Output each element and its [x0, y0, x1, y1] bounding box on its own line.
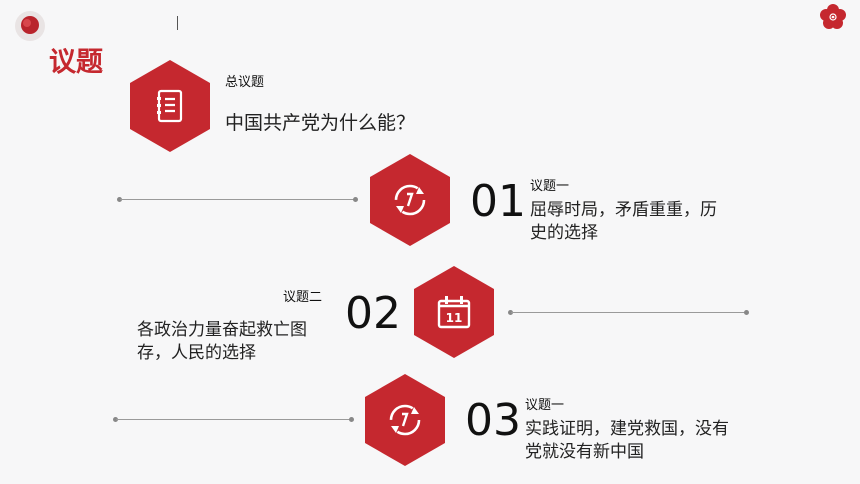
topic-2-text: 各政治力量奋起救亡图 存，人民的选择 — [137, 319, 307, 365]
main-topic-hexagon — [130, 60, 210, 152]
topic-3-text-line1: 实践证明，建党救国，没有 — [525, 419, 729, 439]
topic-1-number: 01 — [470, 176, 526, 227]
connector-dot — [744, 310, 749, 315]
connector-line — [120, 199, 356, 200]
topic-3-text-line2: 党就没有新中国 — [525, 442, 644, 462]
topic-1-text-line2: 史的选择 — [530, 223, 598, 243]
topic-1-hexagon — [370, 154, 450, 246]
main-topic-text: 中国共产党为什么能？ — [225, 112, 416, 134]
connector-dot — [117, 197, 122, 202]
calendar-icon: 11 — [437, 296, 471, 329]
calendar-day: 11 — [446, 311, 463, 325]
main-topic-label: 总议题 — [225, 75, 265, 90]
topic-3-label: 议题一 — [525, 398, 565, 413]
topic-3-hexagon — [365, 374, 445, 466]
topic-2-number: 02 — [345, 288, 401, 339]
connector-line — [116, 419, 352, 420]
topic-2-text-line2: 存，人民的选择 — [137, 343, 256, 363]
topic-3-number: 03 — [465, 395, 521, 446]
topic-1-label: 议题一 — [530, 179, 570, 194]
topic-2-text-line1: 各政治力量奋起救亡图 — [137, 320, 307, 340]
topic-1-text-line1: 屈辱时局，矛盾重重，历 — [530, 200, 717, 220]
refresh-icon — [389, 404, 421, 436]
topic-2-label: 议题二 — [283, 290, 323, 305]
refresh-icon — [394, 184, 426, 216]
connector-dot — [349, 417, 354, 422]
connector-dot — [508, 310, 513, 315]
topic-2-hexagon: 11 — [414, 266, 494, 358]
header-divider — [177, 16, 178, 30]
page-title: 议题 — [49, 47, 103, 78]
logo-decoration — [6, 6, 48, 48]
flower-icon — [818, 2, 848, 32]
topic-3-text: 实践证明，建党救国，没有 党就没有新中国 — [525, 418, 729, 464]
topic-1-text: 屈辱时局，矛盾重重，历 史的选择 — [530, 199, 717, 245]
connector-line — [511, 312, 747, 313]
connector-dot — [353, 197, 358, 202]
connector-dot — [113, 417, 118, 422]
document-icon — [157, 89, 183, 123]
